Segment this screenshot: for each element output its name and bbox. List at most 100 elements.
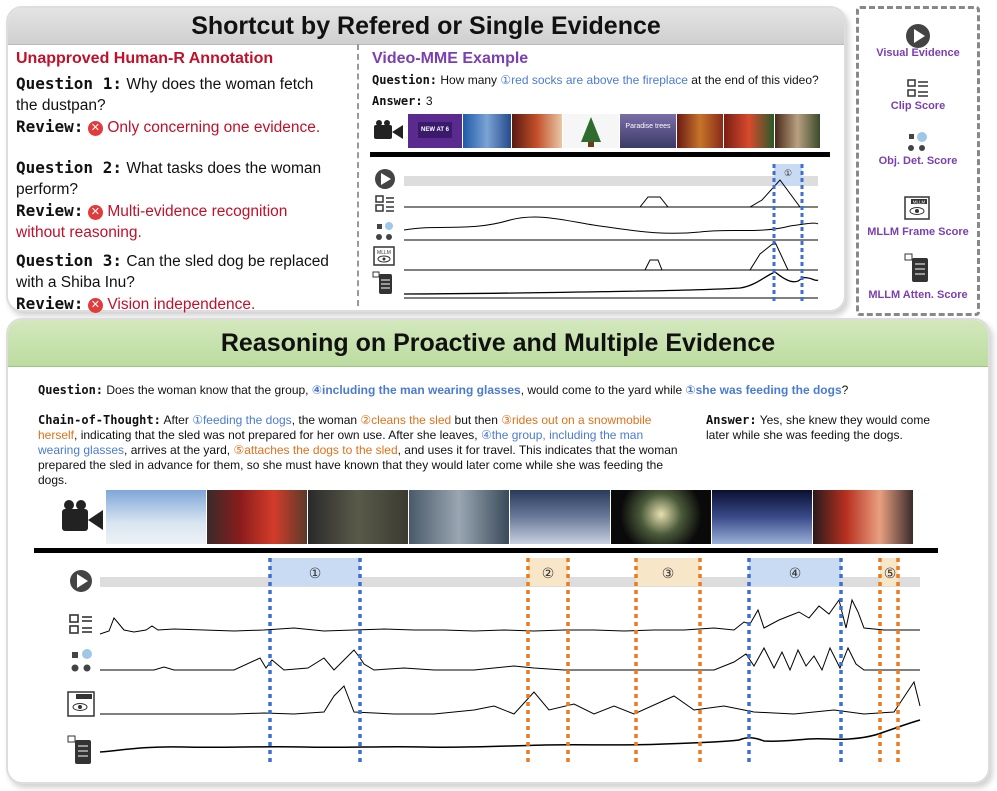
detection-icon [376, 222, 393, 240]
clip-grid-icon [375, 195, 394, 212]
mllm-frame-icon: MLLM [904, 196, 930, 220]
column-divider [357, 44, 359, 306]
mllm-atten-icon [372, 271, 392, 294]
video-camera-icon [62, 500, 103, 531]
evidence-region-2 [528, 558, 568, 586]
video-frame [106, 490, 206, 544]
legend-label-mllm-atten-score: MLLM Atten. Score [868, 289, 968, 301]
video-camera-icon [374, 120, 403, 139]
question-highlight-4: ④including the man wearing glasses [311, 383, 521, 397]
evidence-marker-5: ⑤ [884, 566, 897, 582]
evidence-region-4 [749, 558, 841, 586]
question-highlight: red socks are above the fireplace [511, 73, 688, 87]
video-frame [510, 490, 610, 544]
cot-text: After ①feeding the dogs, the woman ②clea… [38, 413, 678, 487]
reject-icon: ✕ [87, 205, 103, 220]
question-text: What tasks does the woman [126, 160, 322, 177]
mllm-frame-icon [67, 691, 95, 717]
cot-segment: ③rides out on a snowmobile herself [38, 413, 652, 442]
video-frame [775, 114, 820, 148]
detection-icon [71, 649, 92, 672]
review-text-cont: without reasoning. [16, 224, 142, 241]
review-item-1: Question 1: Why does the woman fetch the… [16, 73, 356, 138]
question-post: ? [841, 383, 849, 397]
video-frame: NEW AT 6 [408, 114, 462, 148]
question-pre: How many [440, 73, 501, 87]
example-answer: Answer: 3 [372, 94, 433, 108]
question-highlight-1: ①she was feeding the dogs [685, 383, 842, 397]
evidence-marker-1: ① [309, 566, 322, 582]
evidence-track [100, 577, 920, 587]
video-thumbnail-strip: NEW AT 6 Paradise trees [408, 114, 820, 148]
answer-value: 3 [425, 94, 433, 108]
question-text: Why does the woman fetch [126, 76, 314, 93]
evidence-track [404, 176, 818, 186]
mllm-badge: MLLM [913, 199, 926, 204]
video-frame [724, 114, 774, 148]
video-frame: Paradise trees [620, 114, 676, 148]
video-frame [512, 114, 562, 148]
reasoning-question: Question: Does the woman know that the g… [38, 383, 968, 397]
evidence-region-3 [636, 558, 700, 586]
bottom-score-chart: ① ② ③ ④ ⑤ [34, 548, 938, 766]
cot-segment: , the woman [291, 413, 361, 427]
answer-label: Answer: [706, 413, 757, 427]
cot-segment: , and uses it for travel. This indicates… [38, 443, 678, 487]
review-label: Review: [16, 294, 84, 313]
mllm-badge: MLLM [377, 250, 391, 256]
reasoning-answer: Answer: Yes, she knew they would come la… [706, 413, 946, 443]
evidence-marker: ① [784, 168, 792, 178]
cot-segment: ②cleans the sled [360, 413, 452, 427]
cot-segment: , indicating that the sled was not prepa… [74, 428, 481, 442]
question-mid: , would come to the yard while [520, 383, 686, 397]
answer-label: Answer: [372, 94, 423, 108]
question-text-cont: perform? [16, 181, 79, 198]
shortcut-panel: Shortcut by Refered or Single Evidence [6, 6, 846, 312]
top-score-chart: ① MLLM [370, 152, 830, 302]
cot-segment: ④the group, including the man wearing gl… [38, 428, 644, 457]
question-label: Question: [372, 73, 438, 87]
reject-icon: ✕ [87, 298, 103, 313]
video-frame [308, 490, 408, 544]
clip-grid-icon [69, 614, 92, 634]
video-frame [563, 114, 619, 148]
clip-grid-icon [907, 79, 928, 97]
question-label: Question 3: [16, 251, 122, 270]
chain-of-thought: Chain-of-Thought: After ①feeding the dog… [38, 413, 678, 488]
cot-segment: ①feeding the dogs [192, 413, 292, 427]
question-text-cont: with a Shiba Inu? [16, 274, 135, 291]
review-text: Vision independence. [107, 296, 256, 313]
legend-label-visual-evidence: Visual Evidence [876, 47, 960, 59]
video-frame [207, 490, 307, 544]
cot-segment: ⑤attaches the dogs to the sled [233, 443, 398, 457]
timeline-bar [34, 548, 938, 553]
mllm-frame-icon: MLLM [373, 246, 395, 266]
evidence-marker-2: ② [542, 566, 555, 582]
review-text: Multi-evidence recognition [107, 203, 288, 220]
question-text-cont: the dustpan? [16, 97, 106, 114]
example-header: Video-MME Example [372, 50, 529, 67]
question-label: Question 1: [16, 74, 122, 93]
evidence-marker-3: ③ [662, 566, 675, 582]
cot-label: Chain-of-Thought: [38, 413, 161, 427]
detection-icon [908, 132, 927, 151]
question-post: at the end of this video? [687, 73, 819, 87]
play-icon [906, 24, 930, 48]
question-text: Can the sled dog be replaced [126, 253, 329, 270]
video-frame [611, 490, 711, 544]
video-frame [463, 114, 511, 148]
legend-label-mllm-frame-score: MLLM Frame Score [867, 226, 969, 238]
question-label: Question: [38, 383, 104, 397]
question-pre: Does the woman know that the group, [106, 383, 312, 397]
annotation-header: Unapproved Human-R Annotation [16, 50, 274, 67]
cot-segment: but then [451, 413, 502, 427]
video-frame [677, 114, 723, 148]
evidence-marker-4: ④ [789, 566, 802, 582]
legend: Visual Evidence Clip Score Obj. Det. Sco… [859, 9, 977, 309]
video-thumbnail-strip [106, 490, 914, 544]
review-label: Review: [16, 201, 84, 220]
mllm-atten-icon [904, 253, 928, 282]
review-text: Only concerning one evidence. [107, 119, 321, 136]
timeline-bar [370, 152, 830, 157]
tree-icon [581, 117, 601, 147]
